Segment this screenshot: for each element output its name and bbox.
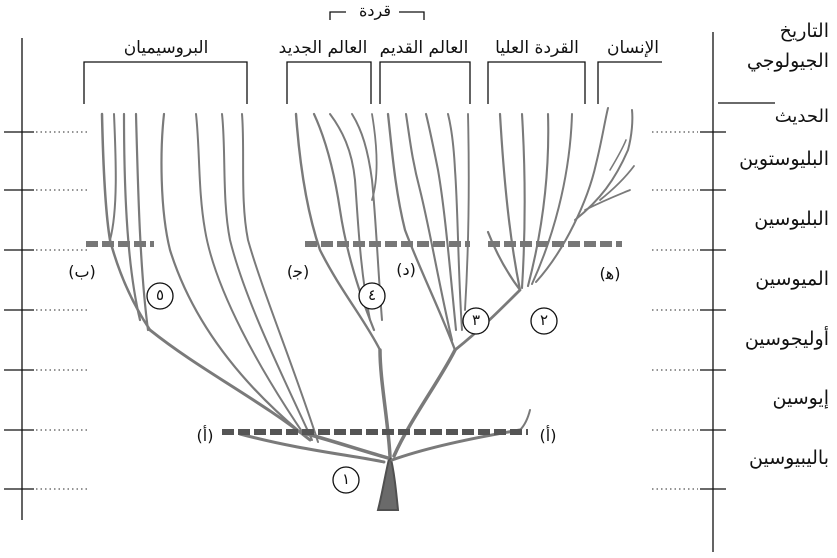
group-label-prosimians: البروسيميان (123, 38, 209, 58)
node-number-4: ٤ (367, 286, 377, 304)
node-circle-4 (358, 282, 386, 310)
epoch-label-eocene: إيوسين (772, 387, 830, 409)
node-number-3: ٣ (471, 311, 481, 329)
group-label-humans: الإنسان (607, 38, 659, 58)
node-circle-1 (332, 466, 360, 494)
marker-b: (ب) (68, 262, 96, 281)
bracket-old-world (379, 61, 471, 104)
marker-a-left: (أ) (196, 426, 214, 445)
bracket-prosimians (83, 61, 248, 104)
marker-a-right: (أ) (539, 426, 557, 445)
node-circles (146, 282, 558, 494)
node-circle-2 (530, 307, 558, 335)
node-circle-5 (146, 282, 174, 310)
epoch-label-pleistocene: البليوستوين (739, 148, 829, 170)
group-label-old-world: العالم القديم (379, 38, 469, 58)
bracket-monkeys (329, 11, 425, 20)
epoch-dotted-leaders (36, 131, 698, 490)
node-number-5: ٥ (155, 286, 165, 304)
present-label: الحديث (774, 106, 829, 127)
bracket-new-world (286, 61, 372, 104)
group-brackets (83, 11, 662, 104)
tree-trunk (376, 451, 400, 511)
epoch-ticks (4, 131, 726, 490)
monkeys-label: قردة (359, 1, 391, 20)
epoch-label-oligocene: أوليجوسين (744, 328, 829, 350)
timescale-title-line2: الجيولوجي (746, 50, 829, 72)
marker-e: (ﻫ) (599, 264, 621, 283)
epoch-label-pliocene: البليوسين (754, 208, 829, 230)
bracket-apes (487, 61, 586, 104)
node-number-1: ١ (341, 470, 351, 488)
node-circle-3 (462, 307, 490, 335)
timescale-title-line1: التاريخ (779, 20, 829, 42)
marker-d: (د) (396, 260, 416, 279)
group-label-new-world: العالم الجديد (278, 38, 368, 58)
group-label-apes: القردة العليا (495, 38, 579, 58)
bracket-humans (597, 61, 662, 104)
tree-branches (100, 107, 635, 511)
epoch-label-miocene: الميوسين (755, 268, 829, 290)
epoch-label-paleocene: باليبيوسين (749, 447, 829, 469)
node-number-2: ٢ (539, 311, 549, 329)
marker-c: (ﺟ) (286, 262, 310, 281)
